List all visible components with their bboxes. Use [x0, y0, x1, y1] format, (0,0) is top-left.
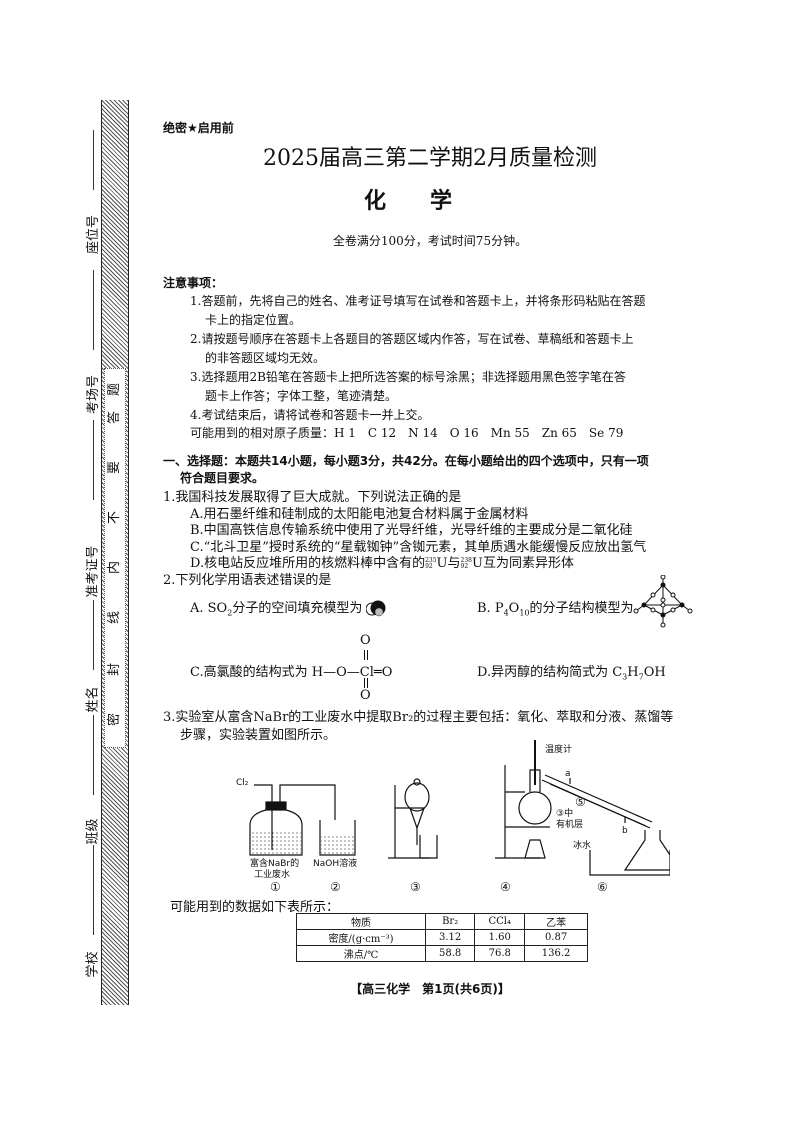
- apparatus-number-4: ④: [500, 880, 511, 894]
- perchloric-o-top: O: [360, 633, 371, 648]
- q1-option-a: A.用石墨纤维和硅制成的太阳能电池复合材料属于金属材料: [190, 507, 529, 522]
- seal-char: 密: [107, 712, 123, 727]
- seal-char: 线: [107, 610, 123, 625]
- separatory-funnel: [388, 778, 438, 859]
- note-item: 3.选择题用2B铅笔在答题卡上把所选答案的标号涂黑；非选择题用黑色签字笔在答: [190, 370, 626, 384]
- organic-layer-label: ③中: [556, 807, 573, 819]
- apparatus-figure: Cl₂ 富含NaBr的 工业废水 NaOH溶液 温度计 ③中 有机层 冰水 a …: [236, 740, 670, 880]
- bottle-label: 工业废水: [254, 868, 290, 880]
- seal-char: 要: [107, 460, 123, 475]
- exam-room-blank[interactable]: [93, 420, 94, 500]
- seal-char: 题: [107, 382, 123, 397]
- table-header: CCl₄: [474, 913, 526, 930]
- note-item: 题卡上作答；字体工整，笔迹清楚。: [205, 389, 398, 403]
- perchloric-o-bottom: O: [360, 688, 371, 703]
- ticket-number-label: 准考证号: [85, 545, 101, 598]
- subject-title: 化学: [363, 188, 496, 214]
- gas-washing-bottle: [249, 784, 336, 856]
- q1-option-b: B.中国高铁信息传输系统中使用了光导纤维，光导纤维的主要成分是二氧化硅: [190, 523, 633, 538]
- page-footer: 【高三化学 第1页(共6页)】: [350, 982, 510, 996]
- table-header: Br₂: [424, 913, 476, 930]
- cl2-label: Cl₂: [236, 778, 249, 788]
- table-row: 沸点/℃ 58.8 76.8 136.2: [296, 945, 588, 962]
- table-cell: 58.8: [424, 945, 476, 962]
- q1-stem: 1.我国科技发展取得了巨大成就。下列说法正确的是: [163, 490, 462, 505]
- school-label: 学校: [85, 951, 101, 978]
- table-cell: 136.2: [524, 945, 588, 962]
- section-heading-cont: 符合题目要求。: [180, 471, 265, 485]
- class-label: 班级: [85, 818, 101, 845]
- q1-option-c: C.“北斗卫星”授时系统的“星载铷钟”含铷元素，其单质遇水能缓慢反应放出氢气: [190, 540, 647, 555]
- apparatus-number-6: ⑥: [597, 880, 608, 894]
- q2-option-c: C.高氯酸的结构式为 H—O—Cl═O: [190, 665, 393, 680]
- q2-option-b: B. P4O10的分子结构模型为: [477, 601, 634, 618]
- table-cell: 0.87: [524, 929, 588, 946]
- table-header: 物质: [296, 913, 426, 930]
- apparatus-number-5: ⑤: [575, 795, 586, 809]
- double-bond-bottom: [364, 678, 368, 688]
- class-blank[interactable]: [93, 845, 94, 935]
- seal-char: 答: [107, 410, 123, 425]
- seal-char: 内: [107, 560, 123, 575]
- naoh-label: NaOH溶液: [313, 857, 357, 869]
- table-cell: 密度/(g·cm⁻³): [296, 929, 426, 946]
- table-cell: 76.8: [474, 945, 526, 962]
- blank-line: [93, 130, 94, 190]
- table-intro: 可能用到的数据如下表所示：: [170, 900, 340, 915]
- table-row: 密度/(g·cm⁻³) 3.12 1.60 0.87: [296, 929, 588, 946]
- receiving-flask: [589, 830, 670, 876]
- name-blank[interactable]: [93, 715, 94, 795]
- bottle-label: 富含NaBr的: [250, 857, 299, 869]
- table-cell: 沸点/℃: [296, 945, 426, 962]
- data-table: 物质 Br₂ CCl₄ 乙苯 密度/(g·cm⁻³) 3.12 1.60 0.8…: [296, 913, 588, 962]
- exam-room-label: 考场号: [86, 374, 102, 415]
- note-item: 的非答题区域均无效。: [205, 351, 326, 365]
- atomic-masses: 可能用到的相对原子质量：H 1 C 12 N 14 O 16 Mn 55 Zn …: [190, 426, 624, 440]
- table-header-row: 物质 Br₂ CCl₄ 乙苯: [296, 913, 588, 930]
- apparatus-number-1: ①: [270, 880, 281, 894]
- q3-stem-cont: 步骤，实验装置如图所示。: [180, 728, 337, 743]
- ticket-number-blank[interactable]: [93, 600, 94, 670]
- table-cell: 1.60: [474, 929, 526, 946]
- port-b-label: b: [622, 826, 628, 836]
- seat-number-blank[interactable]: [93, 270, 94, 350]
- distillation-flask: [495, 740, 552, 859]
- score-info: 全卷满分100分，考试时间75分钟。: [332, 234, 528, 248]
- section-heading: 一、选择题：本题共14小题，每小题3分，共42分。在每小题给出的四个选项中，只有…: [163, 454, 649, 468]
- p4o10-structure-model: [633, 575, 693, 628]
- exam-title: 2025届高三第二学期2月质量检测: [263, 146, 597, 171]
- thermometer-label: 温度计: [545, 743, 572, 755]
- ice-water-label: 冰水: [573, 839, 591, 851]
- q3-stem: 3.实验室从富含NaBr的工业废水中提取Br₂的过程主要包括：氧化、萃取和分液、…: [163, 710, 674, 725]
- note-item: 卡上的指定位置。: [205, 313, 302, 327]
- notes-heading: 注意事项：: [163, 276, 224, 290]
- seal-char: 封: [107, 662, 123, 677]
- q2-option-d: D.异丙醇的结构简式为 C3H7OH: [477, 665, 666, 682]
- name-label: 姓名: [85, 686, 101, 713]
- secret-label: 绝密★启用前: [163, 121, 234, 135]
- naoh-beaker: [319, 820, 356, 856]
- seal-char: 不: [107, 510, 123, 525]
- port-a-label: a: [565, 769, 571, 779]
- organic-layer-label: 有机层: [556, 818, 583, 830]
- q2-option-a: A. SO2分子的空间填充模型为: [190, 597, 388, 618]
- so2-space-filling-model: [365, 600, 386, 616]
- note-item: 1.答题前，先将自己的姓名、准考证号填写在试卷和答题卡上，并将条形码粘贴在答题: [190, 294, 646, 308]
- seal-window: [104, 368, 126, 748]
- note-item: 4.考试结束后，请将试卷和答题卡一并上交。: [190, 408, 430, 422]
- apparatus-number-3: ③: [410, 880, 421, 894]
- condenser: [541, 774, 653, 829]
- double-bond-top: [364, 650, 368, 660]
- apparatus-number-2: ②: [330, 880, 341, 894]
- table-header: 乙苯: [524, 913, 588, 930]
- q2-stem: 2.下列化学用语表述错误的是: [163, 573, 332, 588]
- table-cell: 3.12: [424, 929, 476, 946]
- note-item: 2.请按题号顺序在答题卡上各题目的答题区域内作答，写在试卷、草稿纸和答题卡上: [190, 332, 634, 346]
